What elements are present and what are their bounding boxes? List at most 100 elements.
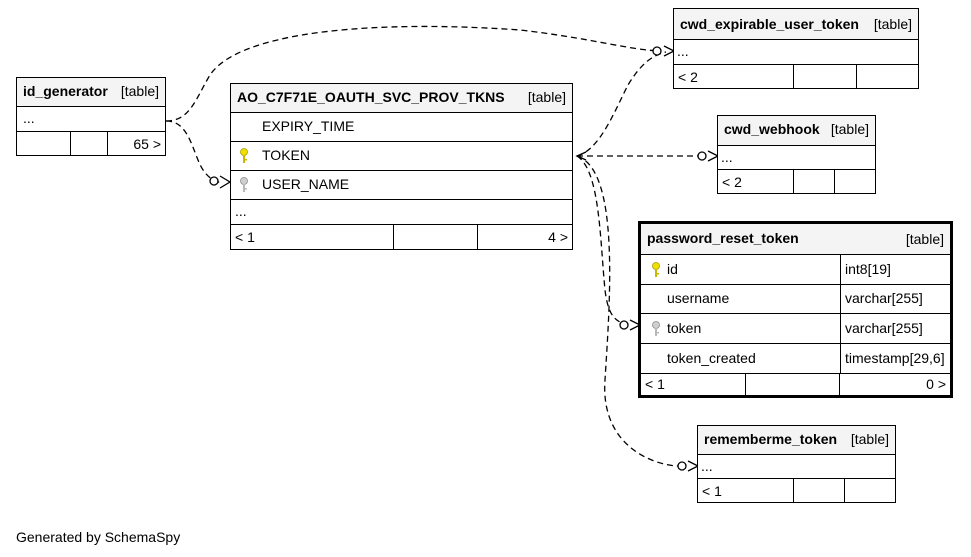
footer-cell: [394, 225, 478, 249]
footer-cell: < 1: [641, 374, 746, 395]
parent-count: < 2: [722, 174, 742, 190]
key-icon: [652, 321, 660, 336]
footer-cell: [857, 65, 918, 88]
footer-cell: < 1: [698, 479, 794, 502]
table-name: rememberme_token: [704, 431, 838, 447]
table-header: cwd_expirable_user_token [table]: [674, 9, 918, 40]
footer-cell: < 2: [674, 65, 794, 88]
column-type-cell: int8[19]: [840, 255, 950, 284]
key-icon: [652, 262, 660, 277]
table-name: cwd_webhook: [724, 121, 820, 137]
column-row: id int8[19]: [641, 255, 950, 285]
column-type-cell: varchar[255]: [840, 285, 950, 313]
table-footer: < 2: [674, 65, 918, 88]
ellipsis-text: ...: [235, 203, 247, 219]
ellipsis-text: ...: [23, 110, 35, 126]
parent-count: < 1: [235, 229, 255, 245]
column-name: id: [667, 261, 678, 277]
parent-count: < 1: [645, 376, 665, 392]
arrow-mark: [575, 151, 587, 161]
table-kind: [table]: [873, 16, 912, 32]
column-name: username: [667, 290, 730, 306]
column-name: token: [667, 320, 702, 336]
table-header: password_reset_token [table]: [641, 224, 950, 255]
column-row: token_created timestamp[29,6]: [641, 344, 950, 374]
column-name: USER_NAME: [262, 176, 350, 192]
table-footer: < 1: [698, 479, 895, 502]
parent-count: < 2: [678, 69, 698, 85]
child-count: 4 >: [548, 229, 568, 245]
table-kind: [table]: [830, 121, 869, 137]
footer-cell: [845, 479, 895, 502]
column-row: EXPIRY_TIME: [231, 113, 572, 142]
footer-cell: [794, 170, 835, 193]
table-header: id_generator [table]: [17, 78, 165, 107]
footer-cell: [794, 65, 857, 88]
edge-end-circle: [677, 461, 687, 471]
column-type-cell: timestamp[29,6]: [840, 344, 950, 373]
table-name: cwd_expirable_user_token: [680, 16, 859, 32]
footer-cell: [835, 170, 875, 193]
crowfoot-mark: [219, 175, 232, 189]
table-kind: [table]: [850, 431, 889, 447]
column-row: token varchar[255]: [641, 314, 950, 344]
table-rememberme-token[interactable]: rememberme_token [table] ... < 1: [697, 425, 896, 503]
table-cwd-expirable-user-token[interactable]: cwd_expirable_user_token [table] ... < 2: [673, 8, 919, 89]
edge-end-circle: [652, 46, 662, 56]
footer-cell: [746, 374, 840, 395]
table-kind: [table]: [120, 83, 159, 99]
column-type: varchar[255]: [845, 320, 923, 336]
table-ellipsis-row: ...: [231, 200, 572, 225]
column-type: int8[19]: [845, 261, 891, 277]
table-kind: [table]: [527, 89, 566, 105]
table-ellipsis-row: ...: [17, 107, 165, 132]
child-count: 0 >: [926, 376, 946, 392]
ellipsis-text: ...: [721, 149, 733, 165]
table-cwd-webhook[interactable]: cwd_webhook [table] ... < 2: [717, 115, 876, 194]
column-row: TOKEN: [231, 142, 572, 171]
child-count: 65 >: [133, 136, 161, 152]
column-name: token_created: [667, 350, 756, 366]
edge-ao-to-password-reset: [576, 155, 629, 326]
column-row: USER_NAME: [231, 171, 572, 200]
table-footer: < 1 4 >: [231, 225, 572, 249]
table-header: rememberme_token [table]: [698, 426, 895, 455]
ellipsis-text: ...: [677, 43, 689, 59]
edge-ao-to-expirable: [576, 51, 667, 157]
table-footer: < 2: [718, 170, 875, 193]
footer-cell: [71, 132, 108, 155]
key-icon: [240, 177, 248, 192]
column-name: TOKEN: [262, 147, 310, 163]
key-icon: [240, 148, 248, 163]
footer-cell: 0 >: [840, 374, 950, 395]
table-header: cwd_webhook [table]: [718, 116, 875, 146]
table-footer: < 1 0 >: [641, 374, 950, 395]
column-type: timestamp[29,6]: [845, 350, 945, 366]
table-name: id_generator: [23, 83, 108, 99]
table-name: password_reset_token: [647, 230, 799, 246]
table-kind: [table]: [905, 231, 944, 247]
column-type: varchar[255]: [845, 290, 923, 306]
table-ellipsis-row: ...: [698, 455, 895, 479]
column-type-cell: varchar[255]: [840, 314, 950, 343]
table-ao-oauth-tokens[interactable]: AO_C7F71E_OAUTH_SVC_PROV_TKNS [table] EX…: [230, 83, 573, 250]
column-name: EXPIRY_TIME: [262, 118, 355, 134]
ellipsis-text: ...: [701, 458, 713, 474]
footer-cell: [794, 479, 845, 502]
column-row: username varchar[255]: [641, 285, 950, 314]
table-header: AO_C7F71E_OAUTH_SVC_PROV_TKNS [table]: [231, 84, 572, 113]
table-ellipsis-row: ...: [674, 40, 918, 65]
footer-cell: < 1: [231, 225, 394, 249]
table-password-reset-token[interactable]: password_reset_token [table] id int8[19]…: [638, 221, 953, 398]
edge-end-circle: [697, 151, 707, 161]
edge-end-circle: [619, 320, 629, 330]
footer-cell: < 2: [718, 170, 794, 193]
edge-end-circle: [209, 176, 219, 186]
table-ellipsis-row: ...: [718, 146, 875, 170]
edge-idgen-to-ao: [165, 120, 223, 184]
table-id-generator[interactable]: id_generator [table] ... 65 >: [16, 77, 166, 156]
table-footer: 65 >: [17, 132, 165, 155]
table-name: AO_C7F71E_OAUTH_SVC_PROV_TKNS: [237, 89, 505, 105]
footer-cell: 65 >: [108, 132, 165, 155]
generator-credit: Generated by SchemaSpy: [16, 529, 181, 545]
